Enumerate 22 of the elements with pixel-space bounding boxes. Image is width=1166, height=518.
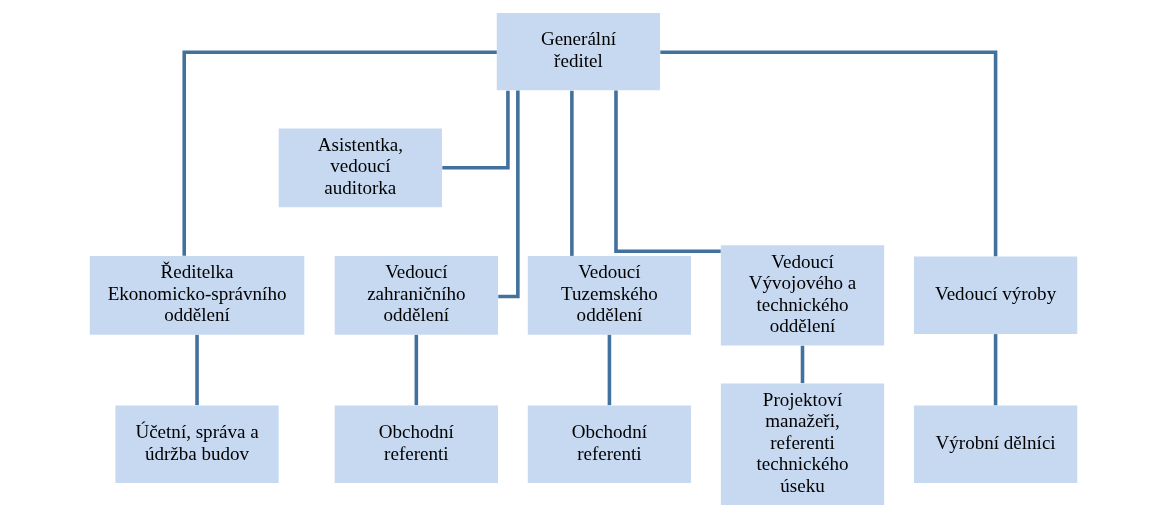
node-box: Asistentka, vedoucí auditorka (278, 128, 442, 208)
node-box: Vedoucí zahraničního oddělení (334, 256, 498, 335)
node-box: Výrobní dělníci (913, 405, 1077, 484)
node-box: Generální ředitel (496, 12, 660, 91)
connector (414, 334, 418, 406)
connector (800, 345, 804, 384)
connector (441, 90, 510, 170)
node-box: Vedoucí Vývojového a technického oddělení (720, 245, 884, 346)
connector (607, 334, 611, 406)
node-box: Ředitelka Ekonomicko-správního oddělení (89, 256, 304, 335)
node-box: Obchodní referenti (527, 405, 691, 484)
node-box: Vedoucí Tuzemského oddělení (527, 256, 691, 335)
node-box: Projektoví manažeři, referenti technického úseku (720, 383, 884, 506)
connector (181, 50, 497, 256)
connector (613, 90, 721, 254)
node-box: Obchodní referenti (334, 405, 498, 484)
connector (569, 90, 574, 256)
connector (993, 334, 997, 406)
connector (659, 50, 997, 257)
node-box: Vedoucí výroby (913, 256, 1077, 335)
connector (194, 334, 199, 406)
node-box: Účetní, správa a údržba budov (114, 405, 279, 484)
